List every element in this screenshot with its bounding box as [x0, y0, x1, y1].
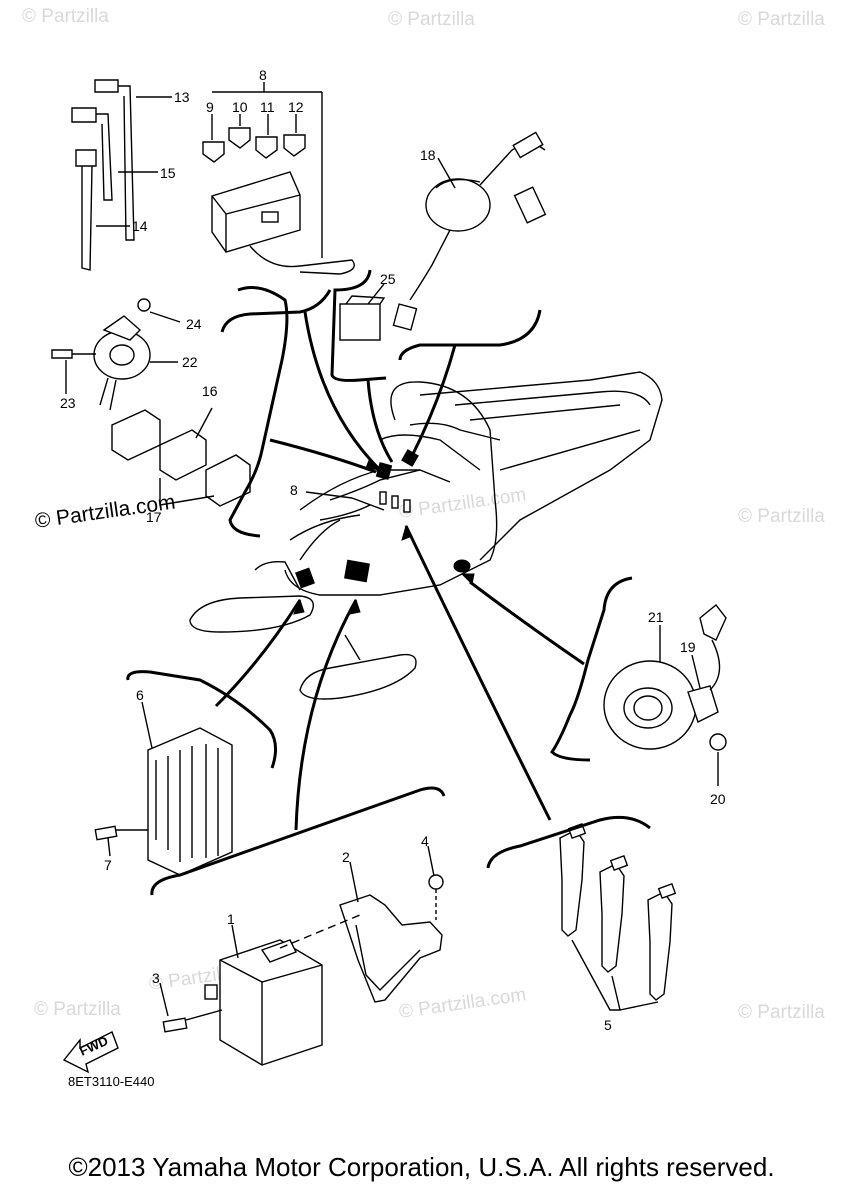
- copyright-notice: ©2013 Yamaha Motor Corporation, U.S.A. A…: [68, 1152, 775, 1182]
- snowmobile-illustration: [189, 371, 663, 700]
- main-switch-group: [330, 131, 547, 382]
- callout-10: 10: [232, 99, 248, 115]
- callout-24: 24: [186, 316, 202, 332]
- rectifier-group: [94, 670, 277, 876]
- callout-14: 14: [132, 218, 148, 234]
- callout-6: 6: [136, 687, 144, 703]
- callout-8-vehicle: 8: [290, 482, 298, 498]
- watermark-mid-right: © Partzilla: [738, 506, 825, 527]
- diagram-code: 8ET3110-E440: [68, 1074, 155, 1089]
- callout-17: 17: [146, 509, 162, 525]
- callout-23: 23: [60, 395, 76, 411]
- connector-curves: [214, 311, 585, 831]
- watermark-bottom-right: © Partzilla: [738, 1002, 825, 1023]
- callout-5: 5: [604, 1017, 612, 1033]
- callout-11: 11: [260, 99, 275, 115]
- watermark-bottom-left: © Partzilla: [34, 999, 121, 1020]
- callout-4: 4: [421, 833, 429, 849]
- watermark-top-center: © Partzilla: [388, 9, 475, 30]
- fwd-arrow-icon: [62, 1031, 119, 1074]
- callout-3: 3: [152, 970, 160, 986]
- pickup-coil-group: [550, 576, 727, 786]
- watermark-top-left: © Partzilla: [22, 6, 109, 27]
- callout-25: 25: [380, 271, 396, 287]
- callout-2: 2: [342, 849, 350, 865]
- callout-22: 22: [182, 354, 198, 370]
- callout-12: 12: [288, 99, 304, 115]
- watermark-top-right: © Partzilla: [738, 9, 825, 30]
- cdi-unit-group: FWD: [62, 786, 446, 1074]
- fuse-box-group: [71, 79, 355, 333]
- relay-group: [51, 286, 289, 538]
- callout-21: 21: [648, 609, 664, 625]
- callout-1: 1: [227, 911, 235, 927]
- callout-9: 9: [206, 99, 214, 115]
- plug-cap-group: [486, 815, 677, 1011]
- callout-16: 16: [202, 383, 218, 399]
- watermark-bottom-center: © Partzilla.com: [398, 984, 528, 1023]
- callout-15: 15: [160, 165, 176, 181]
- callout-19: 19: [680, 639, 696, 655]
- callout-numbers: 1 2 3 4 5 6 7 8 8 9 10 11 12 13 14 15 16…: [60, 67, 726, 1033]
- callout-20: 20: [710, 791, 726, 807]
- callout-7: 7: [104, 857, 112, 873]
- callout-18: 18: [420, 147, 436, 163]
- callout-13: 13: [174, 89, 190, 105]
- watermark-mid-center: © Partzilla.com: [398, 484, 528, 523]
- callout-8-top: 8: [259, 67, 267, 83]
